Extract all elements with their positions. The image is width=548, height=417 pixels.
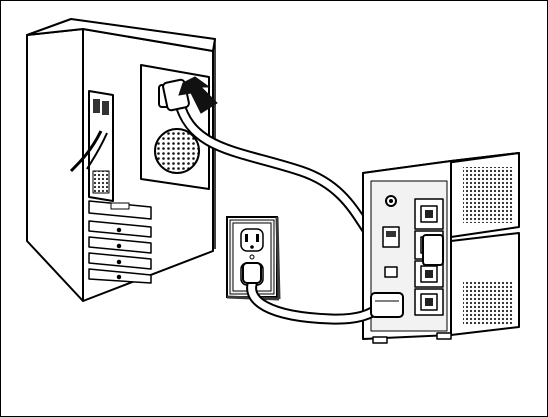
wall-plug [243, 263, 261, 283]
computer-tower [27, 19, 215, 301]
ups-cord-connector [423, 235, 443, 265]
psu-fan-grille [155, 129, 199, 173]
ups-breaker [385, 267, 397, 277]
ups-inlet-connector [371, 293, 403, 317]
tower-side-panel [27, 29, 83, 301]
